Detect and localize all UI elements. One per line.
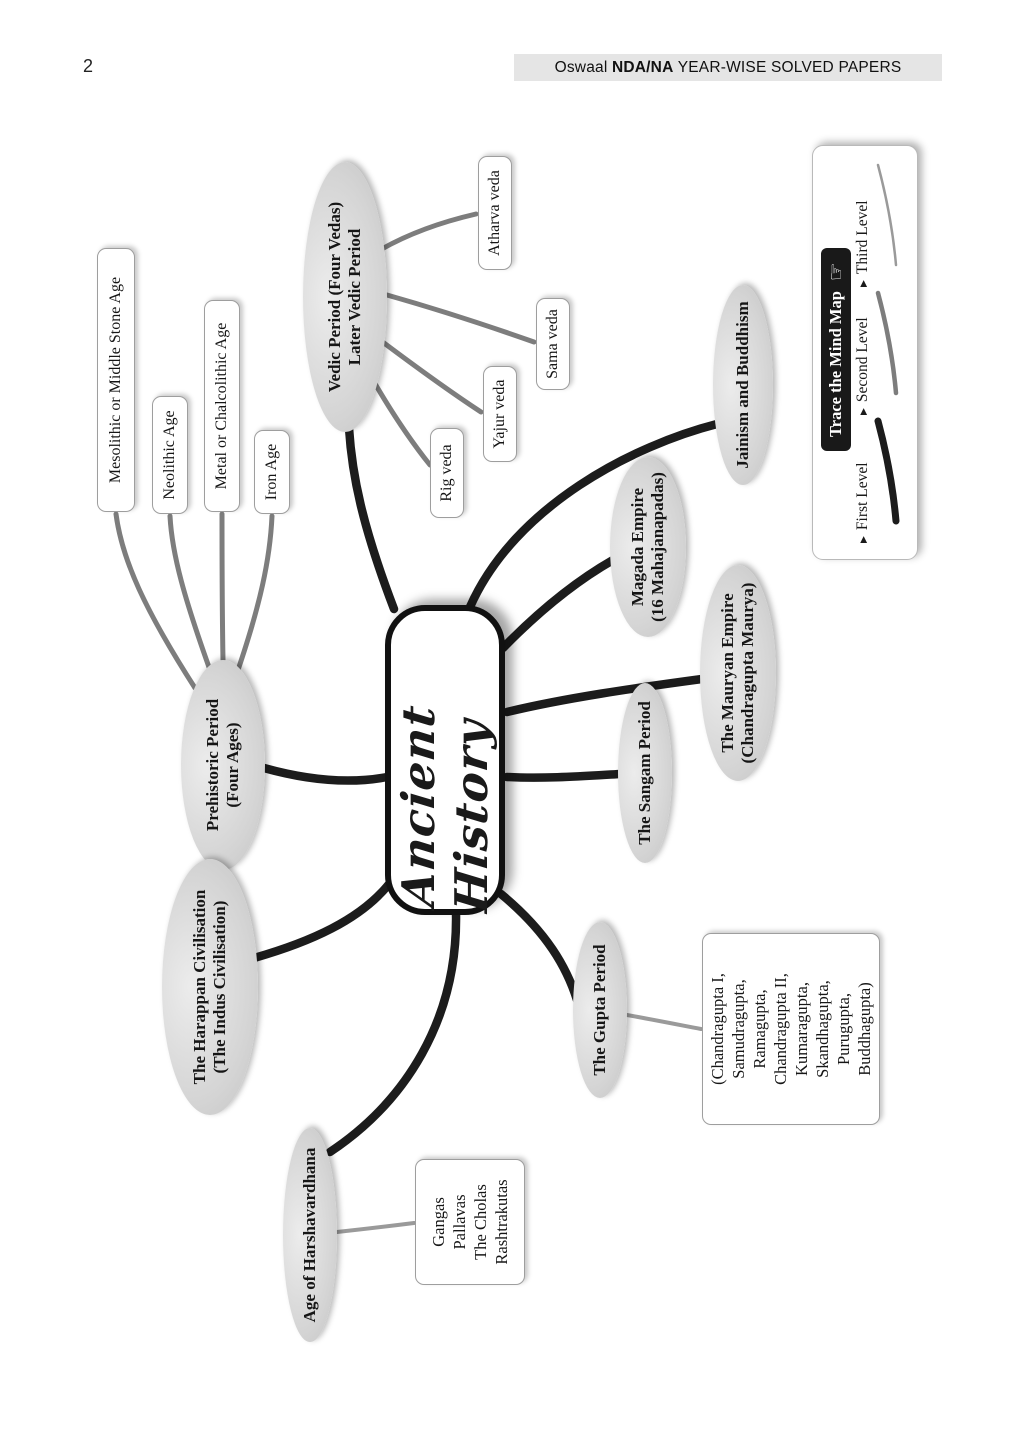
third-level-stroke-sample	[876, 163, 898, 267]
triangle-bullet-icon: ▶	[857, 280, 868, 287]
header-pre: Oswaal	[554, 58, 612, 76]
first-level-curves	[249, 419, 722, 1157]
triangle-bullet-icon: ▶	[857, 408, 868, 415]
branch-vedic-period: Vedic Period (Four Vedas) Later Vedic Pe…	[303, 162, 387, 432]
leaf-sama-veda: Sama veda	[536, 298, 570, 390]
leaf-mesolithic-age: Mesolithic or Middle Stone Age	[97, 248, 135, 512]
curve-vedic-yajur	[377, 337, 484, 415]
second-level-curves	[113, 211, 537, 691]
triangle-bullet-icon: ▶	[857, 536, 868, 543]
branch-age-of-harshavardhana: Age of Harshavardhana	[283, 1128, 337, 1342]
leaf-neolithic-age: Neolithic Age	[152, 396, 188, 514]
curve-vedic-rig	[367, 372, 433, 468]
curve-vedic-atharva	[377, 211, 479, 253]
curve-prehistoric-iron	[235, 513, 275, 673]
leaf-atharva-veda: Atharva veda	[478, 156, 512, 270]
branch-sangam-period: The Sangam Period	[618, 683, 672, 863]
legend-second-level: ▶Second Level	[854, 287, 900, 415]
curve-center-prehistoric	[259, 763, 392, 785]
legend: Trace the Mind Map ☞ ▶First Level ▶Secon…	[812, 145, 918, 560]
second-level-stroke-sample	[875, 290, 899, 396]
curve-vedic-sama	[384, 292, 537, 345]
branch-magada-empire: Magada Empire (16 Mahajanapadas)	[610, 457, 686, 637]
leaf-harsha-dynasties: Gangas Pallavas The Cholas Rashtrakutas	[415, 1159, 525, 1285]
page-number: 2	[83, 56, 94, 76]
curve-center-magada	[498, 555, 618, 653]
book-title-header: Oswaal NDA/NA YEAR-WISE SOLVED PAPERS	[514, 54, 942, 81]
legend-title-label: Trace the Mind Map	[826, 291, 845, 437]
curve-prehistoric-mesolithic	[113, 511, 198, 691]
central-topic: Ancient History	[385, 605, 505, 915]
first-level-stroke-sample	[874, 417, 900, 525]
curve-harsha-dynasties	[335, 1221, 416, 1234]
branch-harappan-civilisation: The Harappan Civilisation (The Indus Civ…	[162, 859, 258, 1115]
curve-center-harsha	[325, 908, 461, 1157]
branch-curves	[113, 211, 722, 1234]
curve-center-gupta	[496, 889, 582, 1005]
legend-third-level: ▶Third Level	[854, 159, 900, 287]
curve-prehistoric-metal	[219, 511, 226, 663]
curve-center-vedic	[344, 423, 399, 614]
pointing-hand-icon: ☞	[823, 262, 848, 282]
leaf-yajur-veda: Yajur veda	[483, 366, 517, 462]
page-header: 2 Oswaal NDA/NA YEAR-WISE SOLVED PAPERS	[0, 54, 1024, 84]
central-topic-label: Ancient History	[392, 702, 498, 915]
branch-prehistoric-period: Prehistoric Period (Four Ages)	[181, 660, 265, 870]
legend-first-level: ▶First Level	[854, 415, 900, 543]
branch-gupta-period: The Gupta Period	[573, 922, 627, 1098]
mindmap-canvas: Ancient History Prehistoric Period (Four…	[60, 130, 950, 1360]
header-rest: YEAR-WISE SOLVED PAPERS	[673, 58, 902, 76]
curve-gupta-rulers	[625, 1013, 703, 1031]
curve-center-mauryan	[502, 674, 707, 717]
leaf-rig-veda: Rig veda	[430, 428, 464, 518]
legend-title-box: Trace the Mind Map ☞	[821, 248, 851, 451]
leaf-metal-chalcolithic-age: Metal or Chalcolithic Age	[204, 300, 240, 512]
branch-jainism-buddhism: Jainism and Buddhism	[713, 285, 773, 485]
legend-levels-row: ▶First Level ▶Second Level ▶Third Level	[854, 158, 900, 547]
curve-center-harappan	[249, 879, 394, 963]
branch-mauryan-empire: The Mauryan Empire (Chandragupta Maurya)	[700, 565, 776, 781]
third-level-curves	[335, 1013, 703, 1234]
header-brand: NDA/NA	[612, 58, 674, 76]
curve-center-sangam	[502, 769, 625, 782]
curve-center-jainism	[465, 419, 722, 612]
curve-prehistoric-neolithic	[167, 513, 213, 673]
leaf-gupta-rulers: (Chandragupta I, Samudragupta, Ramagupta…	[702, 933, 880, 1125]
leaf-iron-age: Iron Age	[254, 430, 290, 514]
